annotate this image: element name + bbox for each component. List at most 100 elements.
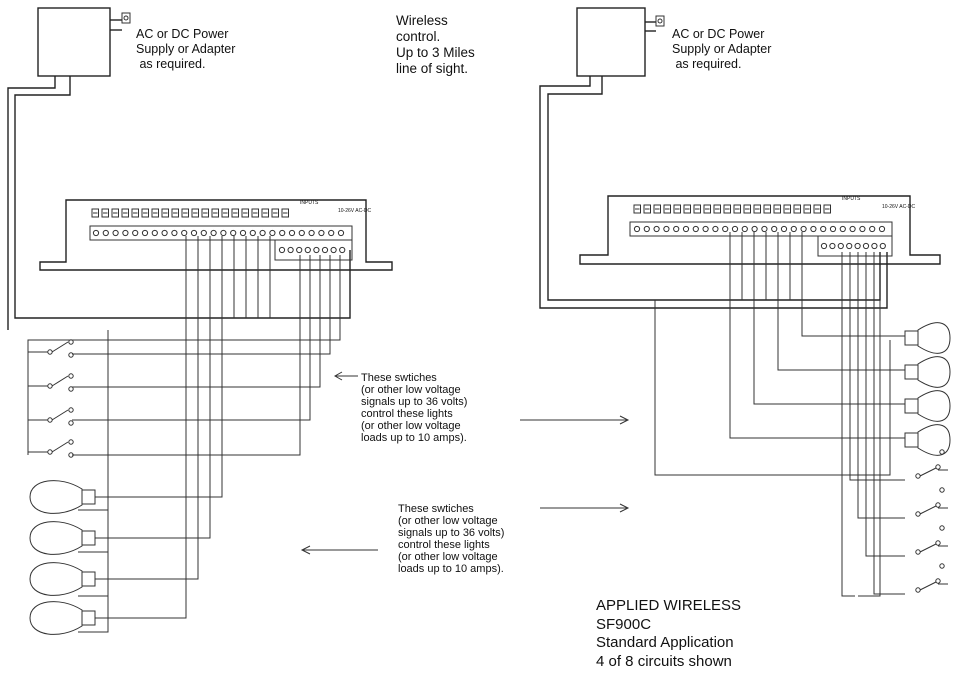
screw-terminal: [829, 225, 837, 233]
screw-terminal: [151, 229, 158, 237]
screw-terminal: [308, 229, 315, 237]
screw-terminal: [269, 229, 276, 237]
switch-contact: [939, 563, 945, 569]
title-block: APPLIED WIRELESS SF900C Standard Applica…: [596, 597, 741, 671]
screw-terminal: [210, 229, 217, 237]
right-controller-board: INPUTS 10-26V AC-DC: [579, 195, 941, 265]
wire: [72, 255, 301, 456]
terminal-block: [733, 204, 741, 214]
left-adapter-line-1: AC or DC Power: [136, 27, 229, 41]
note-bottom-line-5: (or other low voltage: [398, 551, 498, 563]
screw-terminal: [200, 229, 207, 237]
switch-contact: [68, 452, 74, 458]
right-adapter-label: AC or DC Power Supply or Adapter as requ…: [672, 27, 771, 72]
terminal-block: [663, 204, 671, 214]
terminal-block: [221, 208, 229, 218]
terminal-block: [633, 204, 641, 214]
wire: [95, 236, 211, 539]
screw-terminal: [220, 229, 227, 237]
screw-terminal: [837, 242, 844, 250]
terminal-block: [251, 208, 259, 218]
bulb-base: [904, 364, 919, 380]
wire: [857, 252, 905, 519]
note-bottom-line-6: loads up to 10 amps).: [398, 563, 504, 575]
bulb-icon: [29, 480, 83, 514]
screw-terminal: [741, 225, 748, 233]
note-top-line-2: (or other low voltage: [361, 384, 461, 396]
wire: [858, 300, 881, 597]
terminal-block: [201, 208, 209, 218]
switch-contact: [68, 439, 74, 445]
screw-terminal: [296, 246, 303, 254]
switch-contact: [915, 511, 921, 517]
screw-terminal: [287, 246, 294, 254]
switch-lever: [919, 581, 937, 591]
right-switch-bank: [915, 449, 948, 593]
right-adapter-line-3: as required.: [672, 57, 742, 71]
note-bottom-line-1: These swtiches: [398, 503, 474, 515]
screw-terminal: [800, 225, 807, 233]
screw-terminal: [633, 225, 641, 233]
terminal-block: [643, 204, 651, 214]
screw-terminal: [279, 229, 286, 237]
bulb-icon: [29, 521, 83, 555]
note-top-line-5: (or other low voltage: [361, 420, 461, 432]
switch-lever: [51, 375, 69, 387]
screw-terminal: [161, 229, 168, 237]
bulb-icon: [917, 322, 951, 354]
screw-terminal: [141, 229, 149, 237]
wire: [72, 255, 321, 388]
wire: [841, 252, 855, 597]
terminal-block: [281, 208, 289, 218]
screw-terminal: [643, 225, 650, 233]
screw-terminal: [337, 229, 345, 237]
terminal-block: [703, 204, 711, 214]
bulb-base: [904, 398, 919, 414]
terminal-block: [783, 204, 791, 214]
arrow-to-left-switches: [333, 371, 358, 381]
wireless-line-4: line of sight.: [396, 61, 469, 76]
title-line-3: Standard Application: [596, 634, 734, 651]
terminal-block: [231, 208, 239, 218]
screw-terminal: [330, 246, 337, 254]
screw-terminal: [810, 225, 817, 233]
title-line-2: SF900C: [596, 615, 652, 633]
left-wiring: [27, 236, 341, 633]
terminal-block: [653, 204, 661, 214]
screw-terminal: [278, 246, 286, 254]
switch-contact: [939, 449, 945, 455]
screw-terminal: [862, 242, 870, 250]
bulb-icon: [917, 390, 951, 422]
wire: [95, 236, 223, 498]
bulb-base: [904, 330, 919, 346]
right-adapter-line-1: AC or DC Power: [672, 27, 765, 41]
terminal-block: [723, 204, 731, 214]
arrow-to-right-switches: [540, 503, 630, 513]
terminal-block: [131, 208, 139, 218]
screw-terminal: [871, 242, 878, 250]
screw-terminal: [839, 225, 846, 233]
screw-terminal: [790, 225, 797, 233]
terminal-block: [121, 208, 129, 218]
terminal-block: [141, 208, 149, 218]
right-board-inputs-label: INPUTS: [842, 196, 861, 202]
switch-contact: [935, 540, 941, 546]
screw-terminal: [761, 225, 768, 233]
screw-terminal: [846, 242, 853, 250]
note-top-line-4: control these lights: [361, 408, 453, 420]
switch-lever: [919, 543, 937, 553]
bulb-base: [81, 571, 96, 587]
switch-contact: [939, 525, 945, 531]
screw-terminal: [171, 229, 178, 237]
screw-terminal: [731, 225, 739, 233]
screw-terminal: [820, 242, 828, 250]
screw-terminal: [102, 229, 109, 237]
right-board-power-label: 10-26V AC-DC: [882, 204, 915, 210]
left-power-adapter: [7, 7, 351, 330]
terminal-block: [91, 208, 99, 218]
screw-terminal: [112, 229, 119, 237]
wire: [801, 232, 905, 337]
screw-terminal: [820, 225, 827, 233]
switch-contact: [68, 386, 74, 392]
screw-terminal: [673, 225, 680, 233]
